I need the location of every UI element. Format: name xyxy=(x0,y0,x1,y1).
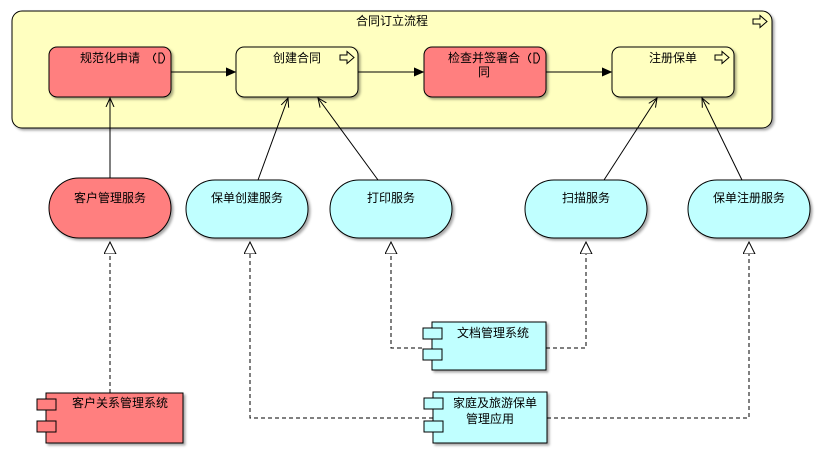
component-box xyxy=(45,392,184,444)
service-printing[interactable]: 打印服务 xyxy=(329,179,453,239)
used-by-arrow-5 xyxy=(702,98,743,181)
event-icon xyxy=(528,52,540,64)
service-label: 客户管理服务 xyxy=(74,190,146,205)
component-label: 客户关系管理系统 xyxy=(72,395,168,410)
service-scanning[interactable]: 扫描服务 xyxy=(524,179,648,239)
process-group-title: 合同订立流程 xyxy=(356,13,428,28)
process-arrow-icon xyxy=(339,50,355,65)
used-by-arrow-4 xyxy=(603,98,657,181)
process-arrow-icon xyxy=(714,50,730,65)
component-port-icon xyxy=(36,398,57,411)
process-check-sign-contract[interactable]: 检查并签署合 同 xyxy=(423,46,547,98)
component-family-travel-policy-app[interactable]: 家庭及旅游保单 管理应用 xyxy=(423,391,548,444)
service-label: 打印服务 xyxy=(367,190,415,205)
service-policy-creation[interactable]: 保单创建服务 xyxy=(185,179,309,239)
process-group-box xyxy=(11,10,773,129)
service-shape xyxy=(185,179,309,239)
used-by-arrow-2 xyxy=(257,98,288,181)
process-create-contract[interactable]: 创建合同 xyxy=(235,46,359,98)
component-port-icon xyxy=(422,348,443,361)
service-policy-registration[interactable]: 保单注册服务 xyxy=(687,179,811,239)
process-label-line2: 同 xyxy=(478,65,490,79)
component-label-line2: 管理应用 xyxy=(466,411,514,426)
component-port-icon xyxy=(423,397,444,410)
service-shape xyxy=(48,177,172,239)
component-port-icon xyxy=(423,420,444,433)
component-box xyxy=(431,321,547,371)
service-label: 扫描服务 xyxy=(562,190,610,205)
realization-5 xyxy=(547,242,749,419)
component-label: 文档管理系统 xyxy=(457,325,529,340)
component-label-line1: 家庭及旅游保单 xyxy=(453,395,537,410)
component-crm-system[interactable]: 客户关系管理系统 xyxy=(36,392,184,444)
component-document-management[interactable]: 文档管理系统 xyxy=(422,321,547,371)
process-label-line1: 检查并签署合 xyxy=(448,50,520,65)
service-shape xyxy=(687,179,811,239)
component-port-icon xyxy=(422,327,443,340)
process-group[interactable]: 合同订立流程 xyxy=(11,10,773,129)
event-icon xyxy=(153,52,165,64)
service-shape xyxy=(524,179,648,239)
used-by-arrow-3 xyxy=(318,98,379,181)
process-normalize-request[interactable]: 规范化申请 xyxy=(48,46,172,98)
process-arrow-icon xyxy=(752,14,768,29)
process-label: 规范化申请 xyxy=(80,50,140,65)
service-shape xyxy=(329,179,453,239)
process-box xyxy=(611,46,735,98)
service-label: 保单注册服务 xyxy=(713,190,785,205)
service-label: 保单创建服务 xyxy=(211,190,283,205)
process-label: 创建合同 xyxy=(273,50,321,65)
process-label: 注册保单 xyxy=(649,50,697,65)
realization-2 xyxy=(391,242,422,349)
realization-4 xyxy=(250,242,433,419)
component-box xyxy=(432,391,548,444)
service-customer-management[interactable]: 客户管理服务 xyxy=(48,177,172,239)
component-port-icon xyxy=(36,420,57,433)
process-register-policy[interactable]: 注册保单 xyxy=(611,46,735,98)
realization-3 xyxy=(546,242,586,349)
